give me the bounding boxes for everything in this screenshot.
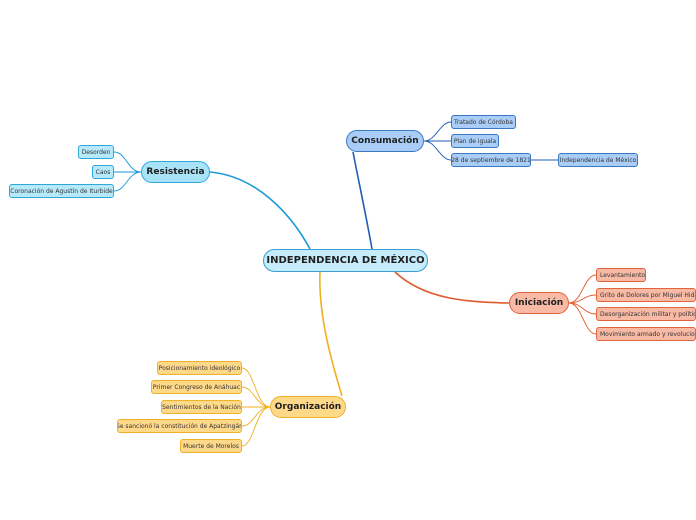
connector-consumacion-leaf bbox=[423, 140, 452, 161]
subtopic-coronacion-iturbide[interactable]: Coronación de Agustín de Iturbide bbox=[9, 184, 114, 198]
connector-organizacion-leaf bbox=[241, 406, 271, 447]
connector-consumacion bbox=[352, 151, 373, 250]
topic-resistencia[interactable]: Resistencia bbox=[141, 161, 210, 183]
connector-iniciacion-leaf bbox=[568, 302, 597, 335]
subtopic-28-de-septiembre[interactable]: 28 de septiembre de 1821 bbox=[451, 153, 531, 167]
connector-organizacion-leaf bbox=[241, 386, 271, 408]
subtopic-grito-de-dolores[interactable]: Grito de Dolores por Miguel Hidalgo bbox=[596, 288, 696, 302]
subtopic-desorden[interactable]: Desorden bbox=[78, 145, 114, 159]
connector-iniciacion bbox=[394, 271, 510, 304]
topic-consumacion[interactable]: Consumación bbox=[346, 130, 424, 152]
subtopic-constitucion-apatzingan[interactable]: Se sancionó la constitución de Apatzingá… bbox=[117, 419, 242, 433]
central-topic[interactable]: INDEPENDENCIA DE MÉXICO bbox=[263, 249, 428, 272]
subtopic-plan-de-iguala[interactable]: Plan de iguala bbox=[451, 134, 499, 148]
connector-consumacion-leaf bbox=[423, 121, 452, 142]
subtopic-movimiento-armado[interactable]: Movimiento armado y revolucionario bbox=[596, 327, 696, 341]
subtopic-tratado-de-cordoba[interactable]: Tratado de Córdoba bbox=[451, 115, 516, 129]
topic-organizacion[interactable]: Organización bbox=[270, 396, 346, 418]
subtopic-muerte-de-morelos[interactable]: Muerte de Morelos bbox=[180, 439, 242, 453]
connector-iniciacion-leaf bbox=[568, 294, 597, 304]
connector-resistencia bbox=[209, 171, 311, 250]
subtopic-caos[interactable]: Caos bbox=[92, 165, 114, 179]
subtopic-levantamiento[interactable]: Levantamiento bbox=[596, 268, 646, 282]
subtopic-independencia-de-mexico[interactable]: Independencia de México bbox=[558, 153, 638, 167]
connector-organizacion-leaf bbox=[241, 406, 271, 427]
connector-resistencia-leaf bbox=[113, 151, 142, 173]
connector-organizacion-leaf bbox=[241, 367, 271, 408]
connector-iniciacion-leaf bbox=[568, 274, 597, 304]
subtopic-desorganizacion-militar[interactable]: Desorganización militar y política bbox=[596, 307, 696, 321]
subtopic-sentimientos-de-la-nacion[interactable]: Sentimientos de la Nación bbox=[161, 400, 242, 414]
subtopic-primer-congreso[interactable]: Primer Congreso de Anáhuac bbox=[151, 380, 242, 394]
connector-resistencia-leaf bbox=[113, 171, 142, 192]
subtopic-posicionamiento-ideologico[interactable]: Posicionamiento ideológico bbox=[157, 361, 242, 375]
connector-organizacion bbox=[319, 271, 343, 397]
topic-iniciacion[interactable]: Iniciación bbox=[509, 292, 569, 314]
